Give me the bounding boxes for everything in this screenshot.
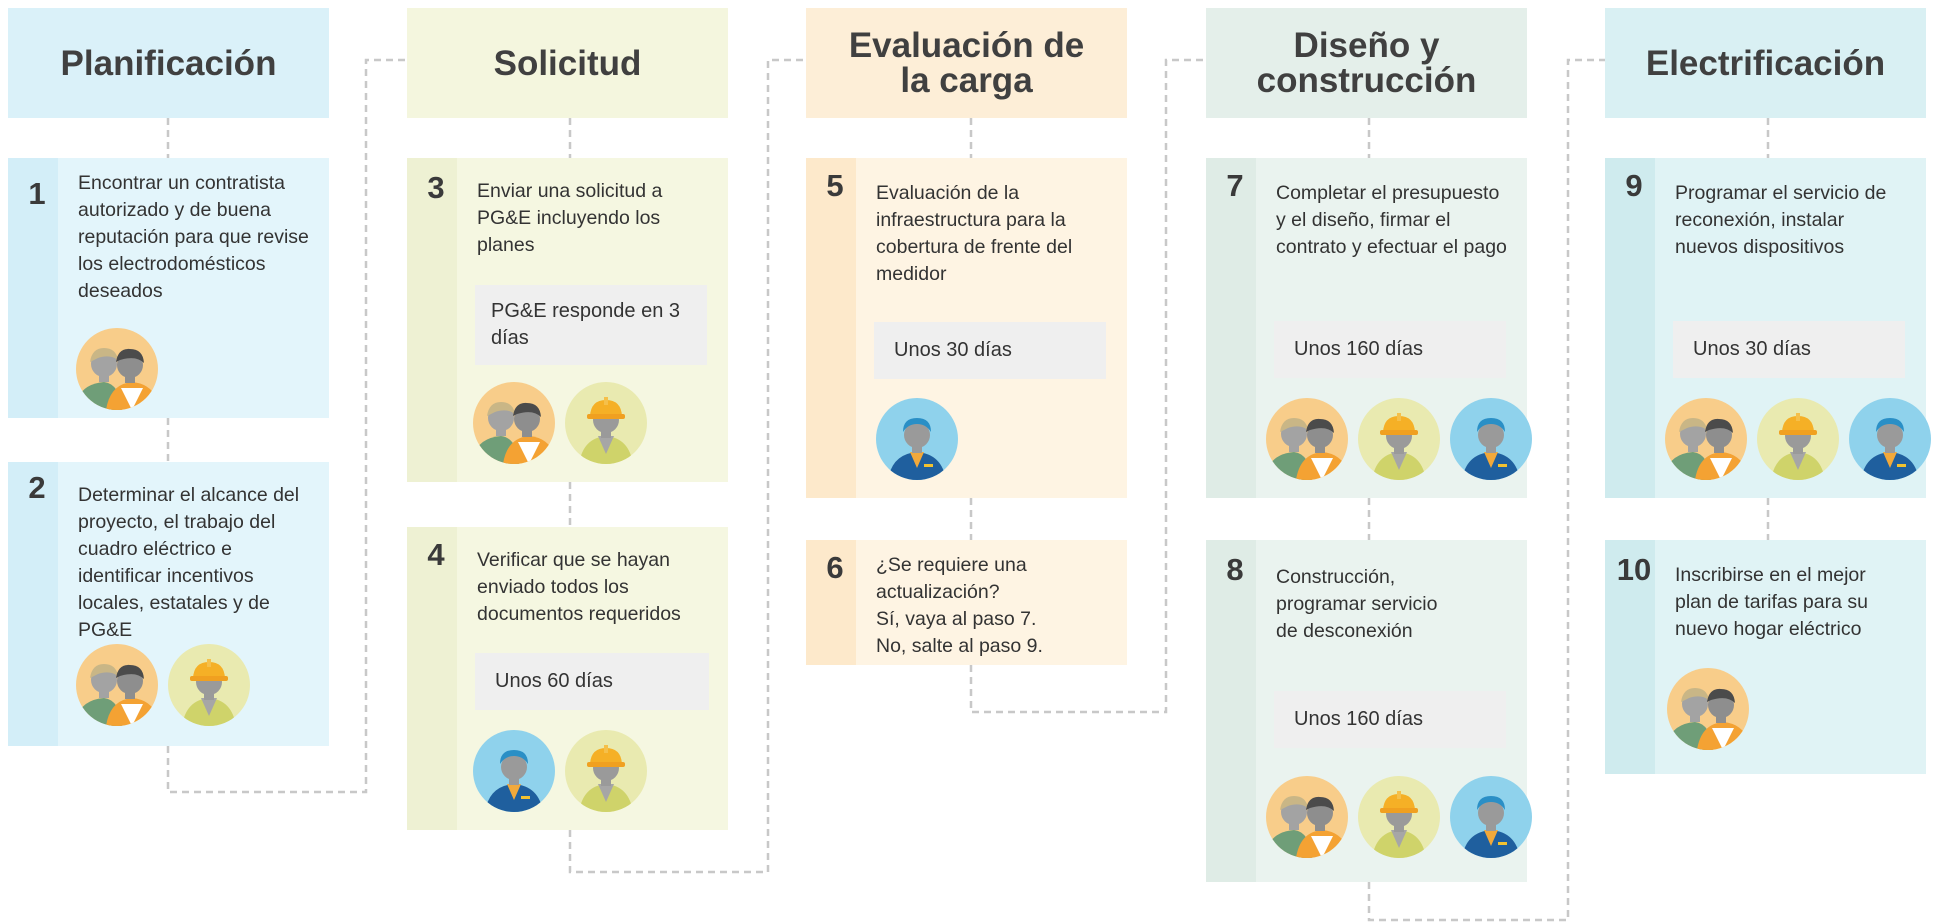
duration-box: Unos 160 días — [1274, 321, 1506, 378]
step-card-3: 3 Enviar una solicitud a PG&E incluyendo… — [407, 158, 728, 482]
pge-worker-icon — [1849, 398, 1931, 480]
contractor-icon — [1358, 398, 1440, 480]
step-number: 10 — [1616, 552, 1652, 587]
homeowners-icon — [1667, 668, 1749, 750]
pge-worker-icon — [1450, 398, 1532, 480]
phase-header-evaluacion: Evaluación de la carga — [806, 8, 1127, 118]
homeowners-icon — [76, 644, 158, 726]
step-card-7: 7 Completar el presupuesto y el diseño, … — [1206, 158, 1532, 498]
phase-title: Diseño y construcción — [1256, 26, 1477, 100]
step-description: Completar el presupuesto y el diseño, fi… — [1276, 182, 1507, 258]
step-description: Inscribirse en el mejor plan de tarifas … — [1675, 564, 1868, 640]
duration-box: Unos 160 días — [1274, 691, 1506, 748]
step-number: 5 — [826, 168, 844, 203]
duration-box: Unos 30 días — [874, 322, 1106, 379]
people-group — [1665, 398, 1931, 480]
phase-header-electrificacion: Electrificación — [1605, 8, 1926, 118]
people-group — [876, 398, 958, 480]
phase-title: Evaluación de la carga — [848, 26, 1085, 100]
step-card-1: 1 Encontrar un contratista autorizado y … — [8, 158, 329, 418]
step-number: 4 — [427, 537, 445, 572]
step-number: 1 — [28, 176, 46, 211]
duration-box: PG&E responde en 3 días — [475, 285, 707, 365]
contractor-icon — [565, 730, 647, 812]
people-group — [1667, 668, 1749, 750]
contractor-icon — [1757, 398, 1839, 480]
contractor-icon — [168, 644, 250, 726]
people-group — [76, 328, 158, 410]
phase-title: Electrificación — [1645, 43, 1886, 83]
homeowners-icon — [473, 382, 555, 464]
step-number: 6 — [826, 550, 844, 585]
phase-header-solicitud: Solicitud — [407, 8, 728, 118]
people-group — [473, 730, 647, 812]
people-group — [76, 644, 250, 726]
pge-worker-icon — [876, 398, 958, 480]
step-number: 2 — [28, 470, 46, 505]
people-group — [473, 382, 647, 464]
step-card-5: 5 Evaluación de la infraestructura para … — [806, 158, 1127, 498]
phase-title: Planificación — [60, 43, 277, 83]
homeowners-icon — [1266, 398, 1348, 480]
pge-worker-icon — [473, 730, 555, 812]
step-card-4: 4 Verificar que se hayan enviado todos l… — [407, 527, 728, 830]
step-card-8: 8 Construcción, programar servicio de de… — [1206, 540, 1532, 882]
phase-title: Solicitud — [493, 43, 642, 83]
step-description: Verificar que se hayan enviado todos los… — [477, 549, 681, 625]
step-description: Encontrar un contratista autorizado y de… — [78, 172, 309, 302]
step-description: ¿Se requiere una actualización? Sí, vaya… — [876, 554, 1043, 657]
step-description: Construcción, programar servicio de desc… — [1276, 566, 1438, 642]
pge-worker-icon — [1450, 776, 1532, 858]
phase-header-diseno: Diseño y construcción — [1206, 8, 1527, 118]
step-description: Programar el servicio de reconexión, ins… — [1675, 182, 1887, 258]
homeowners-icon — [1665, 398, 1747, 480]
duration-box: Unos 60 días — [475, 653, 709, 710]
step-card-9: 9 Programar el servicio de reconexión, i… — [1605, 158, 1931, 498]
contractor-icon — [565, 382, 647, 464]
step-description: Evaluación de la infraestructura para la… — [876, 182, 1073, 285]
step-description: Determinar el alcance del proyecto, el t… — [78, 484, 300, 641]
step-card-2: 2 Determinar el alcance del proyecto, el… — [8, 462, 329, 746]
people-group — [1266, 776, 1532, 858]
homeowners-icon — [76, 328, 158, 410]
step-description: Enviar una solicitud a PG&E incluyendo l… — [477, 180, 663, 256]
step-number: 3 — [427, 170, 445, 205]
step-number: 9 — [1625, 168, 1643, 203]
phase-header-planificacion: Planificación — [8, 8, 329, 118]
step-number: 7 — [1226, 168, 1244, 203]
step-card-6: 6 ¿Se requiere una actualización? Sí, va… — [806, 540, 1127, 665]
step-number: 8 — [1226, 552, 1244, 587]
contractor-icon — [1358, 776, 1440, 858]
step-card-10: 10 Inscribirse en el mejor plan de tarif… — [1605, 540, 1926, 774]
homeowners-icon — [1266, 776, 1348, 858]
people-group — [1266, 398, 1532, 480]
duration-box: Unos 30 días — [1673, 321, 1905, 378]
